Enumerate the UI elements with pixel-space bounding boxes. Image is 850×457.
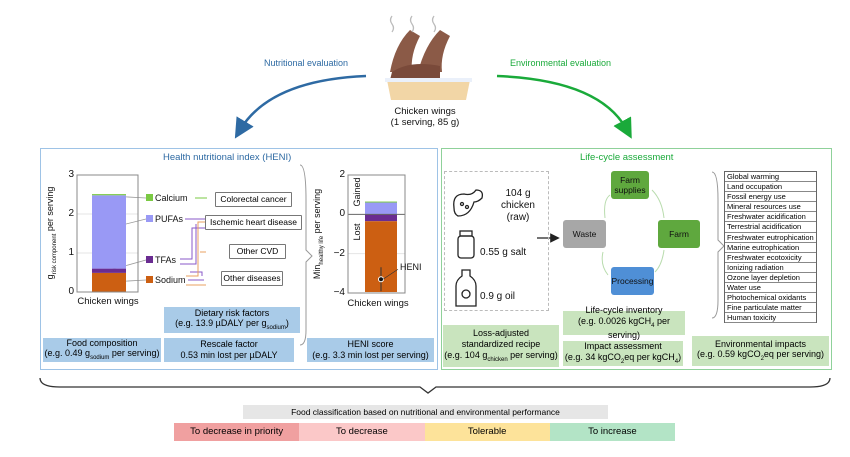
heni-panel <box>40 148 438 370</box>
y-tick: 3 <box>68 169 74 180</box>
node-farm-supplies: Farm supplies <box>611 171 649 199</box>
impact-category: Fine particulate matter <box>725 303 816 314</box>
impact-category: Land occupation <box>725 182 816 193</box>
impact-category: Freshwater eutrophication <box>725 233 816 243</box>
category-to-decrease: To decrease <box>299 423 425 441</box>
heni-y-label: Minhealthy life per serving <box>312 188 325 280</box>
y-tick: 0 <box>68 286 74 297</box>
legend-tfas: TFAs <box>155 255 177 265</box>
lca-title: Life-cycle assessment <box>580 152 674 163</box>
bar-segment-calcium <box>92 194 126 196</box>
heni-axes <box>347 174 406 294</box>
nutritional-arrow <box>234 74 367 139</box>
impact-category: Freshwater acidification <box>725 212 816 223</box>
heni-chart <box>347 174 406 294</box>
heni-category: Chicken wings <box>347 298 409 309</box>
category-to-increase: To increase <box>549 423 675 441</box>
disease-other: Other diseases <box>221 271 283 286</box>
heni-score-box: HENI score(e.g. 3.3 min lost per serving… <box>307 338 434 362</box>
bar-segment-tfas <box>365 214 397 222</box>
y-tick: 2 <box>339 169 345 180</box>
category-tolerable: Tolerable <box>424 423 550 441</box>
legend-pufas: PUFAs <box>155 214 184 224</box>
food-label: Chicken wings(1 serving, 85 g) <box>390 106 460 129</box>
environmental-evaluation-label: Environmental evaluation <box>510 58 612 68</box>
impact-category: Human toxicity <box>725 313 816 324</box>
tfa-swatch <box>146 256 153 263</box>
node-waste: Waste <box>563 220 606 248</box>
category-to-decrease-in-priority: To decrease in priority <box>174 423 300 441</box>
heni-title: Health nutritional index (HENI) <box>163 152 292 163</box>
lost-label: Lost <box>352 223 362 241</box>
impact-category: Ionizing radiation <box>725 263 816 273</box>
node-processing: Processing <box>611 267 654 295</box>
composition-chart <box>76 174 139 293</box>
dietary-risk-box: Dietary risk factors(e.g. 13.9 µDALY per… <box>164 307 300 333</box>
bar-segment-sodium <box>92 272 126 292</box>
composition-axes <box>76 174 139 293</box>
food-composition-box: Food composition(e.g. 0.49 gsodium per s… <box>43 337 161 362</box>
impact-category: Ozone layer depletion <box>725 273 816 284</box>
heni-pointer <box>382 268 399 280</box>
impact-category: Marine eutrophication <box>725 243 816 253</box>
lca-panel <box>441 148 832 370</box>
y-tick: −2 <box>333 247 345 259</box>
y-tick: −4 <box>333 287 345 298</box>
composition-y-label: grisk component per serving <box>45 186 58 280</box>
classification-title: Food classification based on nutritional… <box>243 405 608 419</box>
chicken-raw-icon <box>453 189 484 217</box>
legend-sodium: Sodium <box>155 275 186 285</box>
impact-category: Global warming <box>725 172 816 183</box>
impact-category: Terrestrial acidification <box>725 222 816 233</box>
impact-category: Mineral resources use <box>725 202 816 213</box>
summary-brace <box>39 377 831 394</box>
salt-icon <box>457 230 475 259</box>
cycle-arrows <box>601 189 665 276</box>
impact-category: Fossil energy use <box>725 192 816 203</box>
composition-category: Chicken wings <box>77 296 139 307</box>
risk-links <box>180 197 207 286</box>
heni-brace <box>299 164 313 346</box>
disease-ischemic-heart: Ischemic heart disease <box>205 215 302 230</box>
recipe-salt: 0.55 g salt <box>480 247 527 258</box>
y-tick: 2 <box>68 208 74 219</box>
calcium-swatch <box>146 194 153 201</box>
disease-colorectal-cancer: Colorectal cancer <box>215 192 292 207</box>
impact-category: Photochemical oxidants <box>725 293 816 304</box>
environmental-impacts-box: Environmental impacts(e.g. 0.59 kgCO2eq … <box>692 336 829 366</box>
disease-other-cvd: Other CVD <box>229 244 286 259</box>
gained-label: Gained <box>352 177 362 207</box>
ingredient-icons <box>453 189 484 307</box>
chicken-wings-icon <box>385 15 472 100</box>
node-farm: Farm <box>658 220 700 248</box>
recipe-box <box>444 171 549 311</box>
environmental-arrow <box>496 74 632 139</box>
pufa-swatch <box>146 215 153 222</box>
legend-calcium: Calcium <box>155 193 188 203</box>
bar-segment-pufas <box>365 202 397 215</box>
heni-point-label: HENI <box>400 262 422 272</box>
impact-assessment-box: Impact assessment(e.g. 34 kgCO2eq per kg… <box>563 341 683 366</box>
impact-category: Freshwater ecotoxicity <box>725 253 816 263</box>
bar-segment-tfas <box>92 268 126 273</box>
bar-segment-pufas <box>92 195 126 269</box>
y-tick: 1 <box>68 247 74 258</box>
impact-category: Water use <box>725 283 816 294</box>
y-tick: 0 <box>339 208 345 220</box>
inventory-box: Life-cycle inventory(e.g. 0.0026 kgCH4 p… <box>563 305 685 340</box>
nutritional-evaluation-label: Nutritional evaluation <box>264 58 349 68</box>
sodium-swatch <box>146 276 153 283</box>
bar-segment-calcium <box>365 201 397 203</box>
recipe-oil: 0.9 g oil <box>480 291 516 302</box>
oil-bottle-icon <box>455 269 477 307</box>
